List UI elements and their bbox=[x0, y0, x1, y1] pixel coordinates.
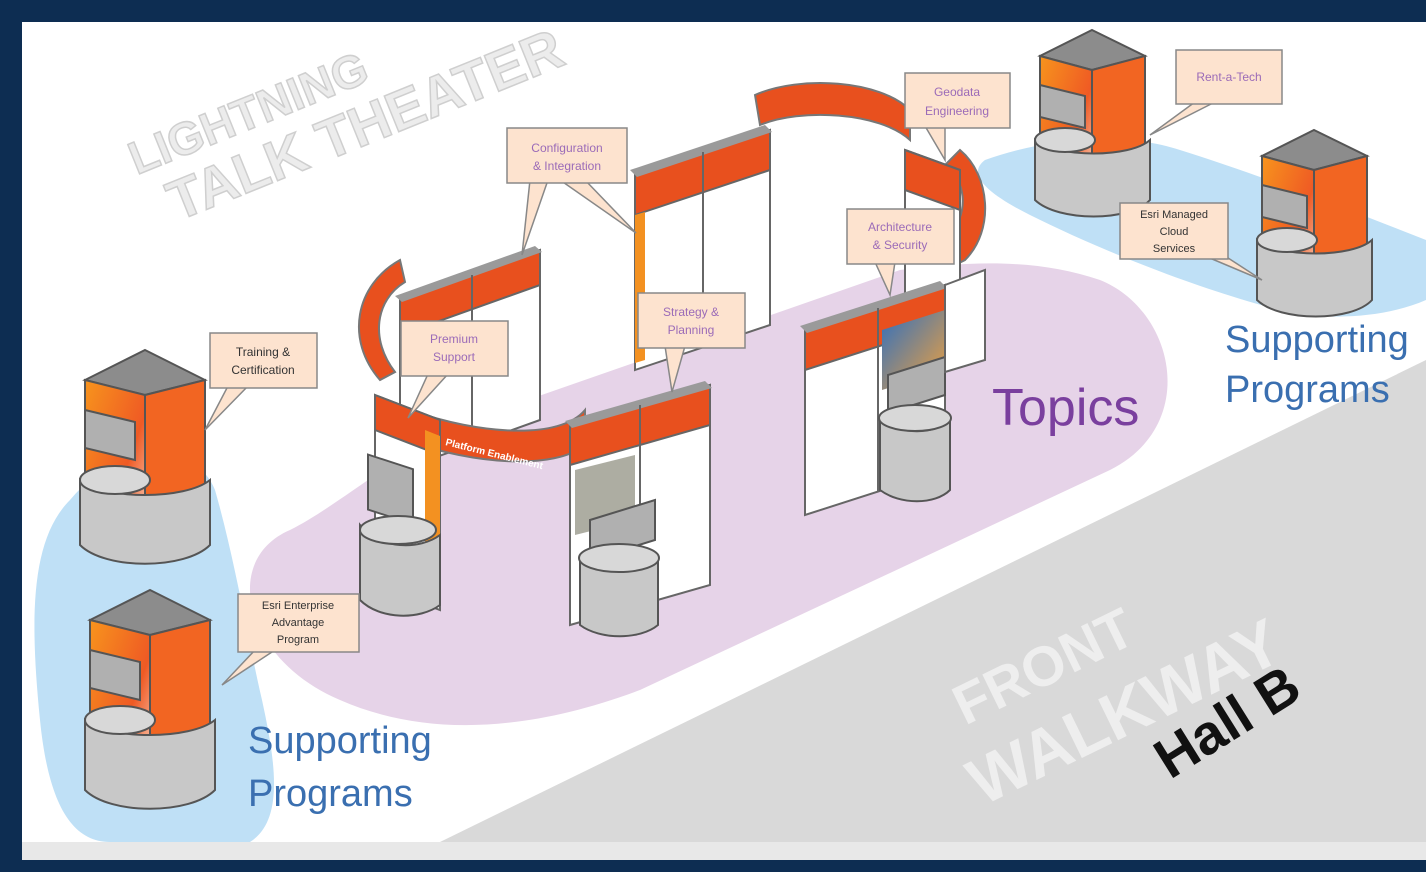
callout-rent-a-tech: Rent-a-Tech bbox=[1149, 49, 1283, 136]
callout-premium-support: Premium Support bbox=[400, 320, 509, 419]
callout-training-line2: Certification bbox=[231, 363, 294, 377]
supporting-left-line1: Supporting bbox=[248, 720, 432, 762]
supporting-right-line2: Programs bbox=[1225, 369, 1390, 411]
callout-enterprise-advantage: Esri Enterprise Advantage Program bbox=[221, 593, 360, 686]
left-arch-banner bbox=[358, 258, 407, 382]
front-walkway-zone bbox=[440, 360, 1426, 842]
callout-training-line1: Training & bbox=[236, 345, 290, 359]
supporting-left-line2: Programs bbox=[248, 773, 413, 815]
callout-architecture-security: Architecture & Security bbox=[846, 208, 955, 298]
callout-enterprise-line3: Program bbox=[277, 634, 319, 646]
callout-config-line1: Configuration bbox=[531, 141, 602, 155]
callout-cloud-line1: Esri Managed bbox=[1140, 209, 1208, 221]
topics-label: Topics bbox=[992, 379, 1139, 437]
callout-configuration-integration: Configuration & Integration bbox=[506, 127, 637, 256]
callout-esri-managed-cloud: Esri Managed Cloud Services bbox=[1119, 202, 1263, 281]
callout-premium-line2: Support bbox=[433, 350, 476, 364]
kiosk-managed-cloud bbox=[1256, 128, 1373, 318]
callout-strategy-planning: Strategy & Planning bbox=[637, 292, 746, 393]
callout-enterprise-line1: Esri Enterprise bbox=[262, 600, 334, 612]
callout-architecture-line1: Architecture bbox=[868, 220, 932, 234]
strategy-planning-station bbox=[565, 381, 712, 638]
callout-cloud-line2: Cloud bbox=[1160, 226, 1189, 238]
kiosk-rent-a-tech bbox=[1034, 28, 1151, 218]
callout-enterprise-line2: Advantage bbox=[272, 617, 325, 629]
callout-geodata-engineering: Geodata Engineering bbox=[904, 72, 1011, 163]
callout-geodata-line2: Engineering bbox=[925, 104, 989, 118]
callout-strategy-line2: Planning bbox=[668, 323, 715, 337]
supporting-right-line1: Supporting bbox=[1225, 319, 1409, 361]
callout-strategy-line1: Strategy & bbox=[663, 305, 719, 319]
callout-rent-a-tech-line1: Rent-a-Tech bbox=[1196, 70, 1261, 84]
kiosk-enterprise-advantage bbox=[84, 588, 216, 810]
callout-training-certification: Training & Certification bbox=[204, 332, 318, 431]
architecture-security-station bbox=[800, 268, 986, 517]
kiosk-training-certification bbox=[79, 348, 211, 565]
premium-support-station bbox=[359, 393, 441, 617]
callout-cloud-line3: Services bbox=[1153, 243, 1196, 255]
floor-footer-strip bbox=[22, 842, 1426, 860]
callout-geodata-line1: Geodata bbox=[934, 85, 980, 99]
callout-premium-line1: Premium bbox=[430, 332, 478, 346]
callout-config-line2: & Integration bbox=[533, 159, 601, 173]
callout-architecture-line2: & Security bbox=[873, 238, 928, 252]
